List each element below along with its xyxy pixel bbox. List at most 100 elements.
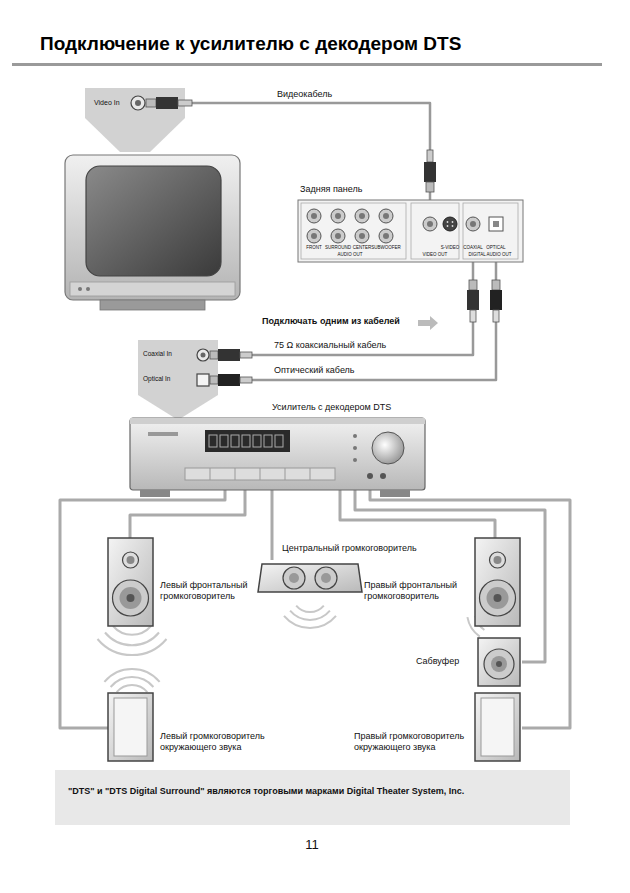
coaxial-out-jack (466, 217, 480, 231)
signal-cable (180, 103, 430, 200)
front-speaker: Левый фронтальный громкоговоритель (108, 538, 268, 628)
s-video-jack (443, 217, 457, 231)
note-text: Подключать одним из кабелей (262, 316, 400, 326)
audio-out-jack (379, 229, 393, 243)
jack-label: S-VIDEO (441, 245, 460, 250)
display-digit (231, 435, 239, 447)
plug-sleeve (427, 150, 433, 162)
speaker-wire (340, 490, 495, 538)
jack-core (311, 213, 317, 219)
node-label: Coaxial In (143, 350, 172, 358)
display-digit (253, 435, 261, 447)
amp-input-funnel (138, 340, 218, 420)
button-divider (310, 468, 311, 480)
subwoofer: Сабвуфер (410, 638, 522, 688)
sound-wave (296, 606, 324, 612)
node-heading: Центральный громкоговоритель (282, 543, 417, 554)
jack-group-frame (411, 203, 459, 259)
video-plug-panel (424, 150, 436, 192)
sound-wave (284, 616, 336, 628)
node-label: Optical In (143, 375, 170, 383)
tweeter (123, 552, 139, 568)
woofer-cone (120, 587, 142, 609)
rear-panel-plate (298, 200, 523, 262)
node-heading: Задняя панель (300, 184, 362, 195)
surround-grille (114, 698, 147, 756)
woofer (113, 580, 149, 616)
tv-body (65, 155, 240, 300)
jack-core (359, 213, 365, 219)
video-in-jack-core (135, 100, 141, 106)
jack-label: VIDEO OUT (423, 252, 448, 257)
button-strip (185, 468, 335, 480)
subwoofer-cabinet (478, 638, 520, 686)
plug-body (218, 374, 240, 386)
surround-speaker: Правый громкоговоритель окружающего звук… (354, 693, 522, 763)
audio-out-jack (355, 229, 369, 243)
plug-sleeve (178, 100, 192, 106)
jack-label: CENTER (353, 245, 372, 250)
jack-group-frame (301, 203, 406, 259)
coaxial-in-jack (197, 349, 209, 361)
speaker-wire (355, 490, 545, 662)
node-heading: Усилитель с декодером DTS (272, 402, 391, 413)
tweeter (490, 552, 506, 568)
woofer-cap (127, 594, 135, 602)
surround-cabinet (108, 693, 153, 761)
node-label: Video In (94, 99, 120, 107)
node-shape (130, 418, 425, 490)
plug-body (467, 290, 479, 310)
s-video-pin (452, 225, 454, 227)
surround-cabinet (475, 693, 520, 761)
jack-label: FRONT (306, 245, 322, 250)
jack-core (335, 213, 341, 219)
amplifier-foot (140, 490, 170, 497)
plug-tip (426, 182, 434, 192)
amplifier-badge (148, 432, 178, 436)
woofer-cap (494, 594, 502, 602)
subwoofer-cap (496, 661, 502, 667)
node-label: Левый фронтальный громкоговоритель (160, 580, 260, 602)
coaxial-plug-amp (210, 349, 252, 361)
amplifier: Усилитель с декодером DTS (130, 418, 425, 490)
page-title: Подключение к усилителю с декодером DTS (40, 33, 461, 55)
node-label: Левый громкоговоритель окружающего звука (160, 731, 285, 753)
center-cabinet (258, 564, 362, 592)
plug-tip (210, 351, 218, 359)
jack-core (427, 221, 433, 227)
note-text: 11 (305, 838, 319, 853)
jack-label: DIGITAL AUDIO OUT (468, 252, 511, 257)
center-speaker: Центральный громкоговоритель (258, 560, 362, 592)
plug-tip (210, 376, 218, 384)
footer-band (55, 770, 570, 825)
jack-label: AUDIO OUT (337, 252, 362, 257)
note-text: "DTS" и "DTS Digital Surround" являются … (68, 786, 464, 796)
title-rule (12, 63, 602, 66)
video-in-jack (131, 96, 145, 110)
speaker-wire (130, 490, 245, 538)
audio-out-jack (331, 209, 345, 223)
indicator-button (353, 458, 357, 462)
tv-button (86, 287, 90, 291)
plug-tip (492, 280, 500, 290)
tweeter-dome (494, 556, 502, 564)
node-shape (108, 693, 288, 763)
plug-tip (146, 99, 156, 107)
tv-screen (86, 166, 221, 276)
jack-core (311, 233, 317, 239)
sound-wave (105, 633, 159, 646)
node-label: Правый громкоговоритель окружающего звук… (354, 731, 472, 753)
s-video-pin (447, 221, 449, 223)
tv-button (78, 287, 82, 291)
front-speaker: Правый фронтальный громкоговоритель (362, 538, 522, 628)
display-digit (209, 435, 217, 447)
optical-in-jack (197, 374, 209, 386)
signal-cable (215, 262, 473, 355)
jack-group-frame (463, 203, 518, 259)
jack-core (470, 221, 476, 227)
tweeter-dome (127, 556, 135, 564)
jack-core (335, 233, 341, 239)
audio-out-jack (307, 209, 321, 223)
optical-plug-panel (490, 280, 502, 322)
